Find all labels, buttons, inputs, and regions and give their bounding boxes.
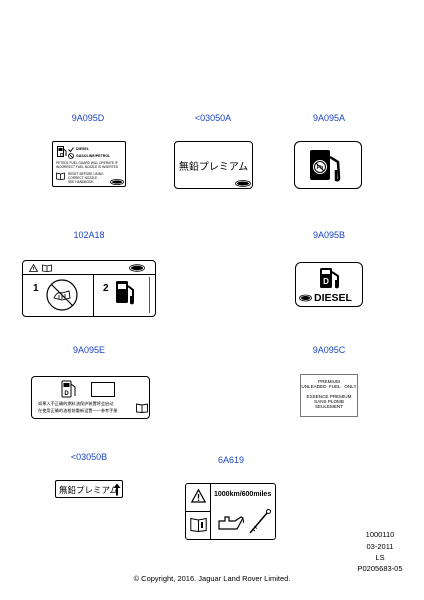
part-code-102a18: 102A18: [73, 230, 105, 240]
handbook-icon: [56, 172, 65, 180]
step-2-number: 2: [103, 283, 109, 294]
warning-line-1: PETROL FUEL GUARD WILL OPERATE IF: [56, 161, 118, 165]
no-filling-prohibited-icon: [46, 279, 78, 311]
oil-can-dipstick-icon: [218, 509, 271, 534]
vertical-code-mark: [149, 277, 150, 313]
footer-region: LS: [375, 553, 385, 562]
reset-line-3: SEE HANDBOOK: [68, 180, 94, 184]
label-03050a: 無鉛プレミアム: [174, 141, 253, 189]
label-text-block: PREMIUM UNLEADED FUEL ONLY ESSENCE PREMI…: [301, 379, 357, 409]
premium-unleaded-jp-text: 無鉛プレミアム: [178, 162, 249, 173]
service-interval-text: 1000km/600miles: [214, 491, 272, 498]
label-9a095c: PREMIUM UNLEADED FUEL ONLY ESSENCE PREMI…: [300, 374, 358, 417]
part-code-9a095b: 9A095B: [312, 230, 346, 240]
prohibited-icon: [68, 153, 74, 159]
svg-text:D: D: [64, 391, 69, 397]
label-9a095e: D 如果入不正确的燃料油保护装置将会启动 在使用正确的油枪前重新设置——参考手册: [31, 376, 150, 419]
diesel-fuel-pump-icon: D: [320, 268, 339, 289]
svg-text:D: D: [323, 277, 329, 286]
footer-date: 03-2011: [366, 542, 394, 551]
part-code-03050a: <03050A: [194, 113, 232, 123]
fuel-pump-icon: [116, 281, 134, 305]
reset-line-2: CORRECT NOZZLE -: [68, 176, 100, 180]
label-9a095b: D DIESEL: [295, 262, 363, 307]
vertical-part-number: [146, 277, 154, 315]
label-9a095a: Pb: [294, 141, 362, 189]
land-rover-logo: [129, 264, 145, 272]
row-divider: [186, 511, 210, 512]
land-rover-logo: [299, 294, 312, 302]
column-divider: [93, 274, 94, 316]
part-code-9a095a: 9A095A: [312, 113, 346, 123]
part-code-9a095d: 9A095D: [71, 113, 105, 123]
sans-plomb-line: SANS PLOMB: [314, 398, 344, 404]
handbook-icon: [42, 264, 52, 272]
fuel-pump-icon: [57, 146, 67, 157]
diesel-d-mark: D: [60, 153, 64, 159]
land-rover-logo: [235, 180, 251, 187]
land-rover-logo: [110, 179, 124, 185]
svg-text:Pb: Pb: [317, 165, 323, 171]
part-code-9a095e: 9A095E: [72, 345, 106, 355]
unleaded-line: UNLEADED FUEL ONLY: [301, 384, 357, 390]
part-code-6a619: 6A619: [217, 455, 245, 465]
footer-part-number: P0205683-05: [357, 564, 403, 573]
arrow-up-icon: [113, 483, 121, 496]
label-102a18: 1 2: [22, 260, 156, 317]
blank-field-box: [91, 382, 115, 397]
label-6a619: 1000km/600miles: [185, 483, 276, 540]
handbook-icon: [190, 517, 207, 533]
label-03050b: 無鉛プレミアム: [55, 480, 123, 498]
premium-line: PREMIUM: [318, 379, 340, 384]
premium-unleaded-jp-text: 無鉛プレミアム: [59, 485, 118, 495]
part-code-03050b: <03050B: [70, 452, 108, 462]
check-icon: [68, 147, 74, 153]
step-1-number: 1: [33, 283, 39, 294]
diesel-text: DIESEL: [314, 292, 352, 304]
footer-ref: 1000110: [365, 530, 395, 539]
reset-line-1: RESET BEFORE USING: [68, 172, 104, 176]
unleaded-fuel-pump-icon: Pb: [310, 150, 341, 182]
warning-triangle-icon: [190, 488, 207, 503]
essence-line: ESSENCE PREMIUM: [306, 393, 352, 399]
gasoline-text: GASOLINE/PETROL: [76, 154, 111, 158]
part-code-9a095c: 9A095C: [312, 345, 346, 355]
column-divider: [210, 484, 211, 539]
diesel-text: DIESEL: [76, 147, 89, 151]
chinese-warning-line-1: 如果入不正确的燃料油保护装置将会启动: [38, 401, 114, 406]
copyright: © Copyright, 2016. Jaguar Land Rover Lim…: [133, 574, 291, 583]
warning-triangle-icon: [28, 263, 39, 272]
seulement-line: SEULEMENT: [314, 404, 344, 410]
chinese-warning-line-2: 在使用正确的油枪前重新设置——参考手册: [38, 408, 118, 413]
handbook-icon: [136, 403, 148, 413]
header-divider: [23, 274, 155, 275]
label-9a095d: D DIESEL GASOLINE/PETROL PETROL FUEL GUA…: [52, 141, 126, 187]
warning-line-2: INCORRECT FUEL NOZZLE IS INSERTED: [56, 165, 119, 169]
diesel-fuel-pump-icon: D: [61, 380, 76, 398]
